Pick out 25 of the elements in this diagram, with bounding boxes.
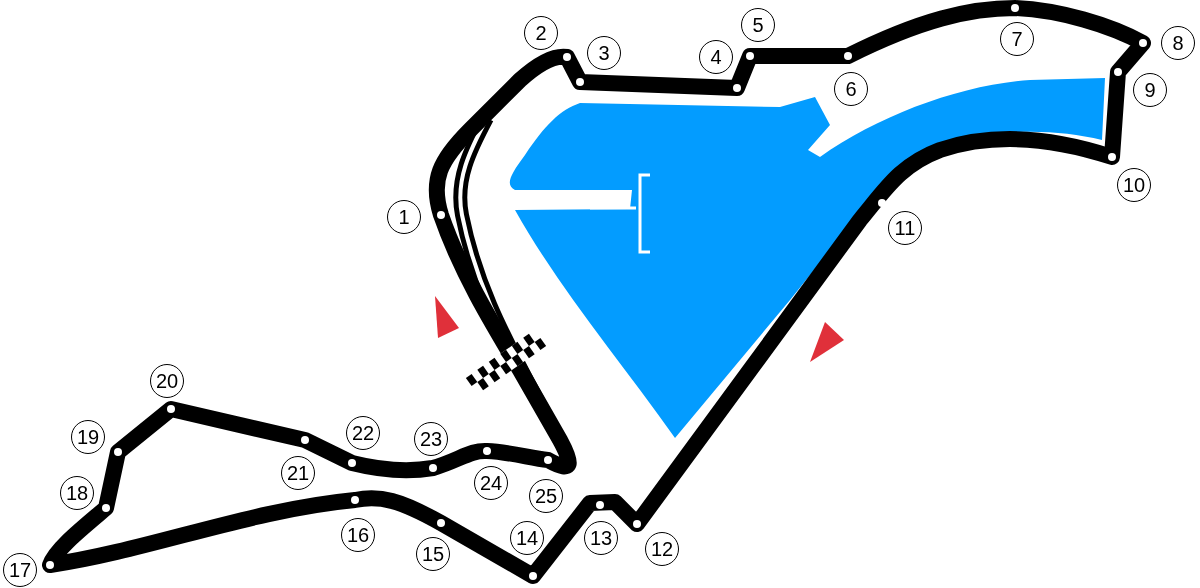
callout-number: 4	[699, 40, 733, 74]
callout-number: 12	[645, 532, 679, 566]
callout-number: 8	[1161, 26, 1195, 60]
callout-number: 16	[341, 518, 375, 552]
callout-number: 23	[414, 422, 448, 456]
callout-number: 14	[510, 521, 544, 555]
callout-number: 1	[387, 200, 421, 234]
callout-number: 22	[346, 416, 380, 450]
callout-number: 20	[150, 364, 184, 398]
callout-number: 5	[741, 8, 775, 42]
callout-number: 3	[587, 36, 621, 70]
callout-number: 25	[529, 479, 563, 513]
callout-number: 11	[888, 211, 922, 245]
callout-number: 6	[834, 72, 868, 106]
callout-number: 10	[1117, 168, 1151, 202]
callout-number: 15	[416, 537, 450, 571]
callout-number: 7	[1000, 22, 1034, 56]
callout-number: 17	[3, 553, 37, 587]
callout-number: 13	[584, 521, 618, 555]
callout-number: 19	[71, 420, 105, 454]
callout-number: 9	[1133, 73, 1167, 107]
callout-number: 21	[281, 456, 315, 490]
callout-number: 2	[524, 16, 558, 50]
callout-number: 18	[60, 476, 94, 510]
callout-number: 24	[474, 466, 508, 500]
